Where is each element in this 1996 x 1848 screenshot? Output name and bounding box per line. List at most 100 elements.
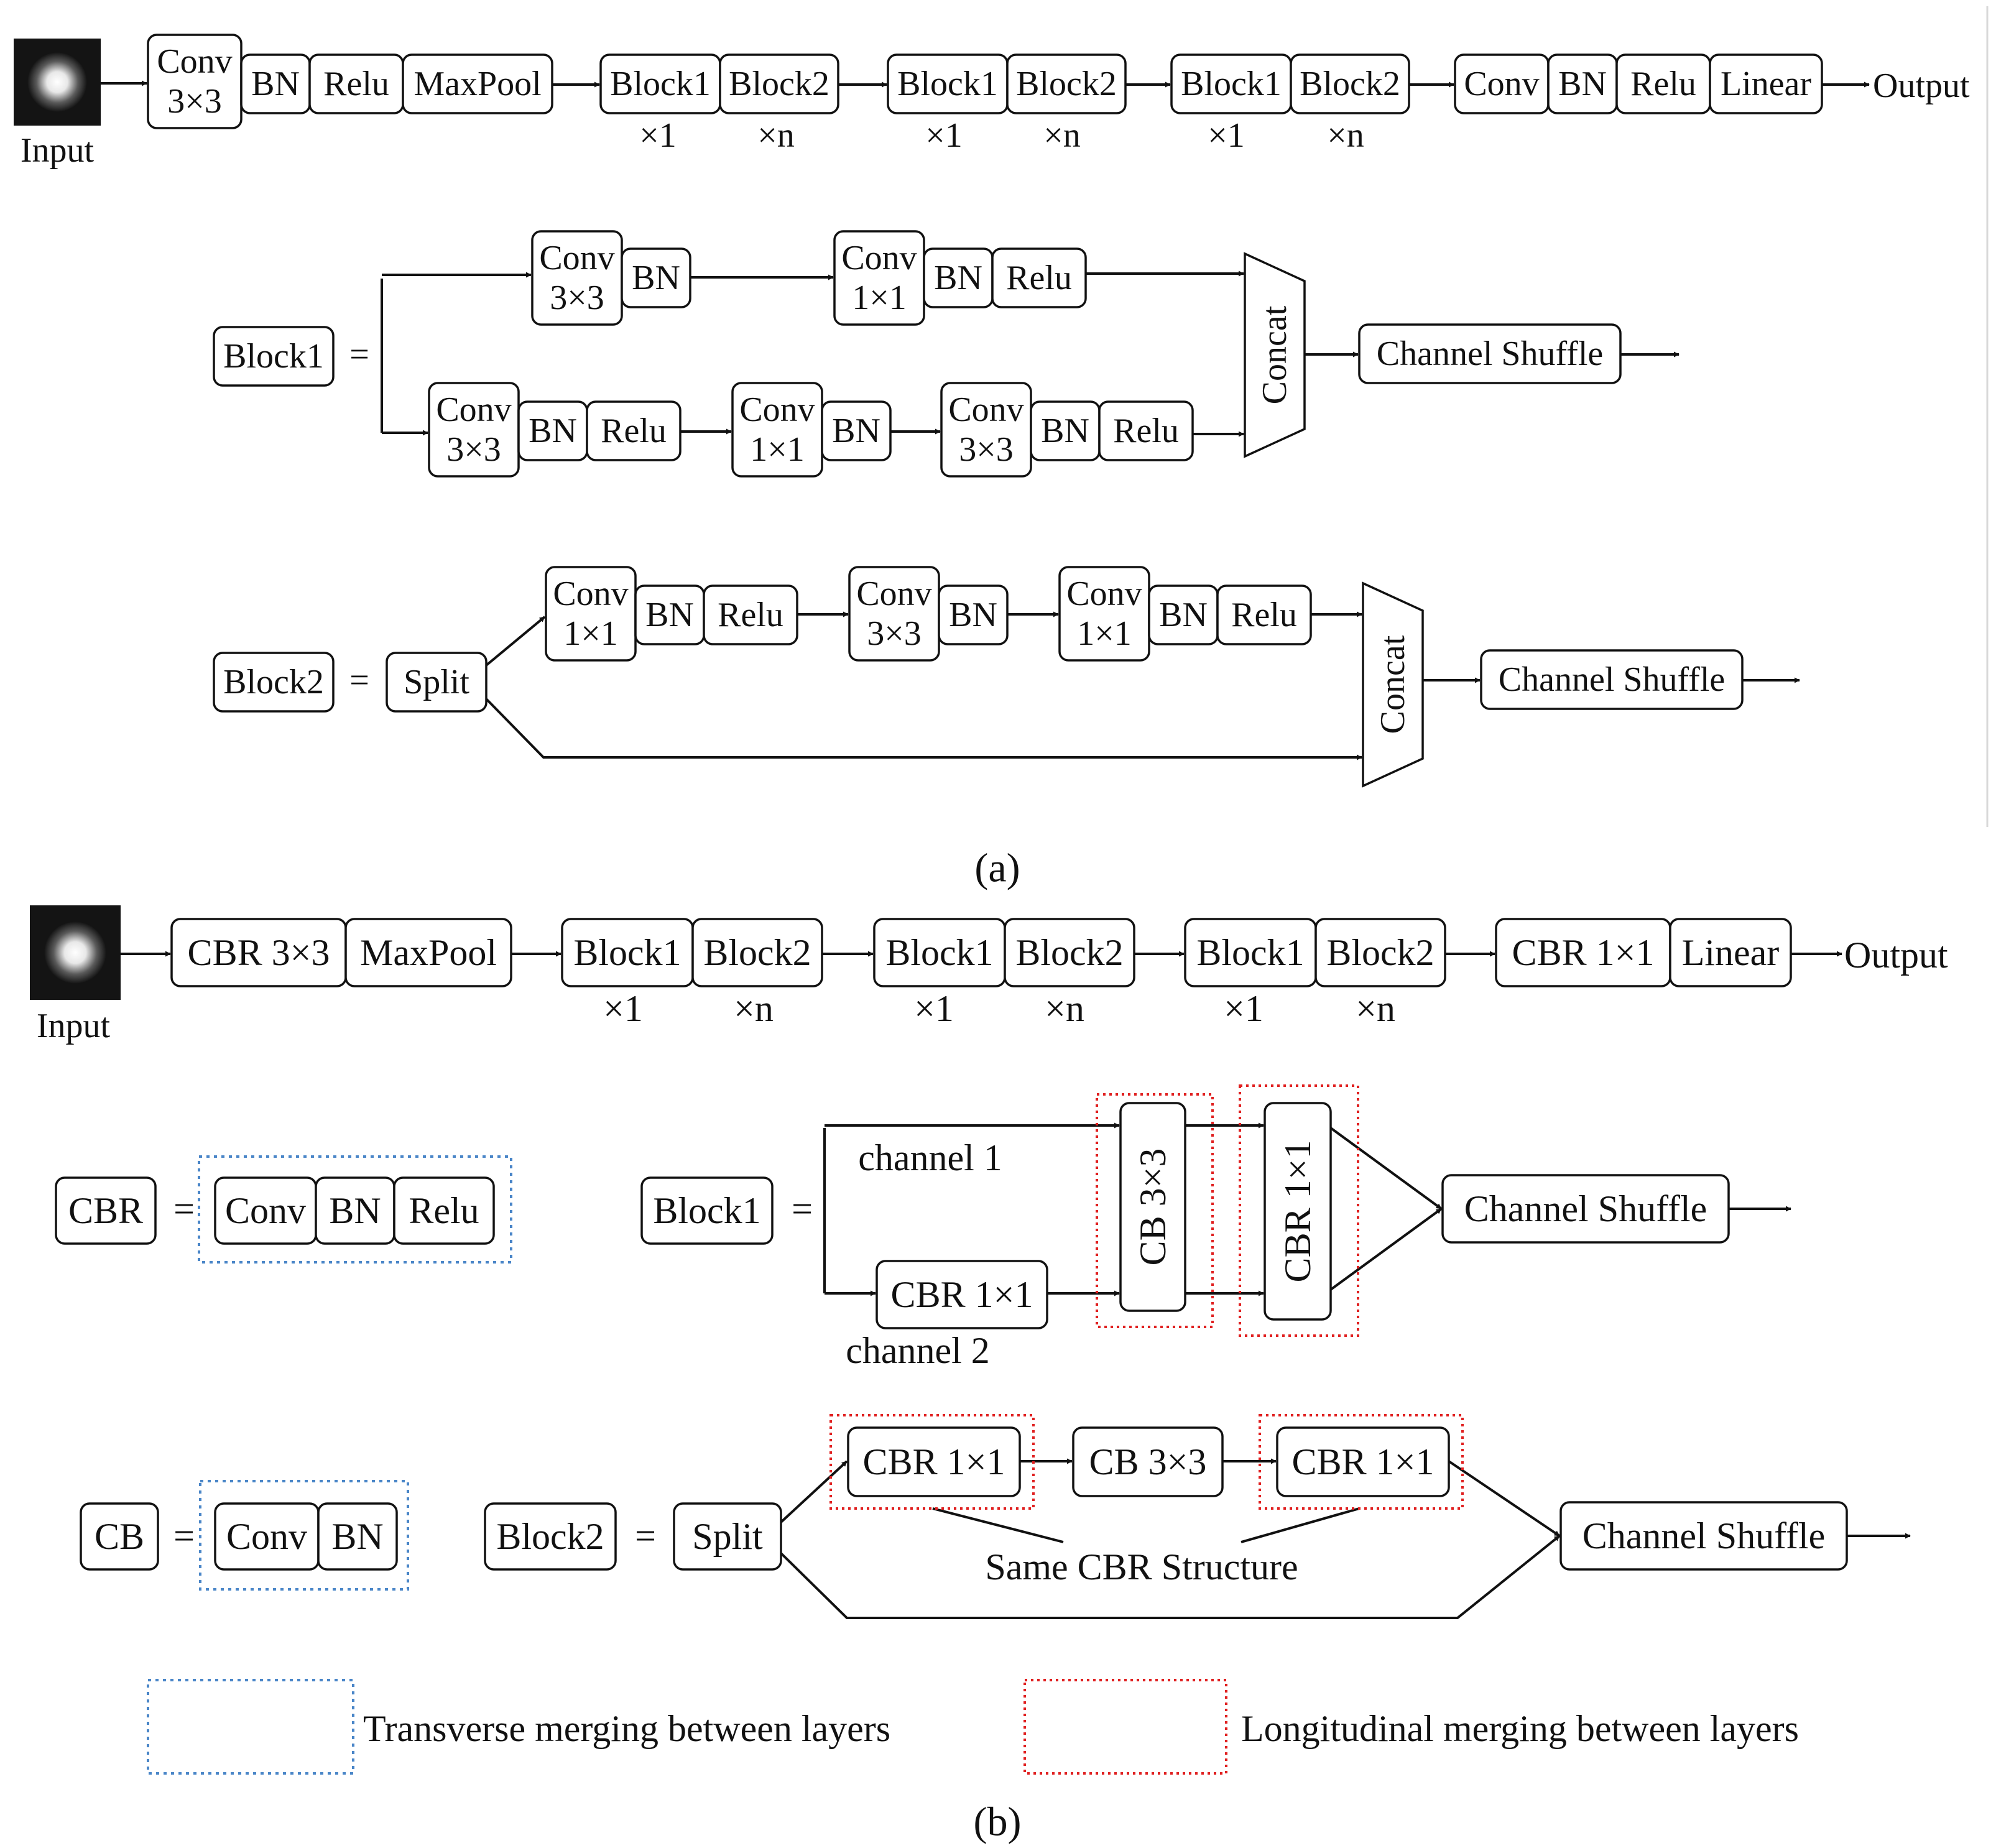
- same-pointer-2: [1241, 1507, 1360, 1543]
- cbr-conv-label: Conv: [225, 1190, 306, 1231]
- block2-b2-label: Block2: [1015, 932, 1123, 973]
- b1-conv1-label: Conv: [841, 239, 917, 277]
- connector-lines: [101, 80, 1911, 1619]
- arrow-b2-5: [485, 698, 1362, 760]
- block2-def-b: Block2: [484, 1502, 617, 1571]
- block2-b3-label: Block2: [1326, 932, 1434, 973]
- mult-a5: ×1: [1208, 116, 1245, 155]
- arrow-e5: [780, 1535, 1561, 1619]
- channel2-label: channel 2: [846, 1330, 990, 1371]
- block1-a3-label: Block1: [1181, 65, 1282, 103]
- b1-conv1b-label: Conv: [739, 390, 815, 429]
- block2-a3: Block2: [1290, 53, 1410, 114]
- block1-a1: Block1: [599, 53, 721, 114]
- b2-conv3-label: 3×3: [867, 614, 922, 653]
- cbr-relu-label: Relu: [409, 1190, 479, 1231]
- maxpool-b-label: MaxPool: [360, 932, 497, 973]
- panel-b-label: (b): [974, 1799, 1022, 1845]
- cb-def-frame: [80, 1502, 159, 1571]
- b2b-cbr1a-frame: [847, 1426, 1021, 1497]
- b1-relu3-frame: [1098, 400, 1194, 461]
- b2-bn3: BN: [1148, 584, 1219, 645]
- linear-b-frame: [1669, 918, 1792, 987]
- output-b: Output: [1844, 935, 1948, 976]
- b1-bn4-frame: [821, 400, 892, 461]
- b2-bn2-frame: [938, 584, 1009, 645]
- block1-a2-label: Block1: [897, 65, 998, 103]
- cb-def: CB: [80, 1502, 159, 1571]
- concat-a2-label: Concat: [1374, 635, 1412, 734]
- block2-a1: Block2: [719, 53, 839, 114]
- split-a: Split: [386, 652, 487, 713]
- b1-conv1-label: 1×1: [852, 279, 907, 317]
- block2-def: Block2: [213, 652, 335, 713]
- conv-a1-label: 3×3: [167, 82, 222, 121]
- shuffle-a2: Channel Shuffle: [1480, 649, 1744, 710]
- b2-conv1-label: Conv: [553, 575, 628, 613]
- cbr-bn-label: BN: [329, 1190, 381, 1231]
- shuffle-a1: Channel Shuffle: [1358, 323, 1622, 384]
- b1-bn1-label: BN: [632, 259, 680, 297]
- mult-a3: ×1: [925, 116, 963, 155]
- shuffle-b2-label: Channel Shuffle: [1582, 1515, 1826, 1556]
- cb-conv: Conv: [214, 1502, 320, 1571]
- maxpool-b: MaxPool: [344, 918, 512, 987]
- cb3-merge-box: [1096, 1093, 1214, 1328]
- bn-a2: BN: [1547, 53, 1618, 114]
- b1-bn4: BN: [821, 400, 892, 461]
- b1-conv3-label: 3×3: [550, 279, 604, 317]
- mult-a2: ×n: [757, 116, 795, 155]
- b2-relu2-label: Relu: [1231, 596, 1297, 634]
- cb-bn-label: BN: [331, 1516, 383, 1557]
- block2-a1-label: Block2: [729, 65, 829, 103]
- block2-b3-frame: [1314, 918, 1446, 987]
- block1-a2: Block1: [887, 53, 1009, 114]
- maxpool-b-frame: [344, 918, 512, 987]
- shuffle-b2-frame: [1559, 1501, 1848, 1571]
- linear-a-label: Linear: [1721, 65, 1811, 103]
- relu-a1-label: Relu: [323, 65, 389, 103]
- b1-relu2-frame: [586, 400, 682, 461]
- block1-def-b: Block1: [640, 1176, 774, 1245]
- b2b-cbr1a-label: CBR 1×1: [863, 1441, 1005, 1482]
- block1-b3: Block1: [1184, 918, 1317, 987]
- b2b-cb3-label: CB 3×3: [1089, 1441, 1207, 1482]
- block2-def-frame: [213, 652, 335, 713]
- split-b-frame: [673, 1502, 782, 1571]
- eq-a1: =: [349, 335, 369, 374]
- block1-def-label: Block1: [223, 337, 324, 376]
- b2b-cb3: CB 3×3: [1072, 1426, 1224, 1497]
- concat-a1-shape: [1244, 252, 1306, 458]
- eq-b2: =: [173, 1515, 195, 1556]
- input-image-a: [27, 52, 87, 112]
- b1-conv3c-label: Conv: [948, 390, 1023, 429]
- same-structure-label: Same CBR Structure: [985, 1546, 1298, 1587]
- shuffle-a1-frame: [1358, 323, 1622, 384]
- b1b-cbr1v-frame: [1264, 1102, 1332, 1321]
- b2-relu1: Relu: [703, 584, 798, 645]
- split-a-frame: [386, 652, 487, 713]
- bn-a1-label: BN: [251, 65, 300, 103]
- b1-relu2-label: Relu: [601, 412, 667, 450]
- b2b-cbr1b-frame: [1276, 1426, 1450, 1497]
- block1-a1-label: Block1: [610, 65, 711, 103]
- cbr-conv: Conv: [214, 1176, 317, 1245]
- b1-bn5-label: BN: [1041, 412, 1089, 450]
- block1-b1: Block1: [561, 918, 694, 987]
- maxpool-a1-label: MaxPool: [414, 65, 541, 103]
- concat-a1-label: Concat: [1255, 305, 1294, 404]
- block2-b3: Block2: [1314, 918, 1446, 987]
- b1-conv3c-label: 3×3: [959, 430, 1014, 469]
- block1-b2-label: Block1: [885, 932, 993, 973]
- b1-bn3: BN: [517, 400, 588, 461]
- linear-b-label: Linear: [1682, 932, 1780, 973]
- legend-transverse-swatch: [147, 1679, 354, 1775]
- cbr1-b: CBR 1×1: [1495, 918, 1671, 987]
- b1-relu1: Relu: [991, 247, 1087, 308]
- b1-relu1-label: Relu: [1006, 259, 1072, 297]
- arrow-d4: [1329, 1127, 1443, 1210]
